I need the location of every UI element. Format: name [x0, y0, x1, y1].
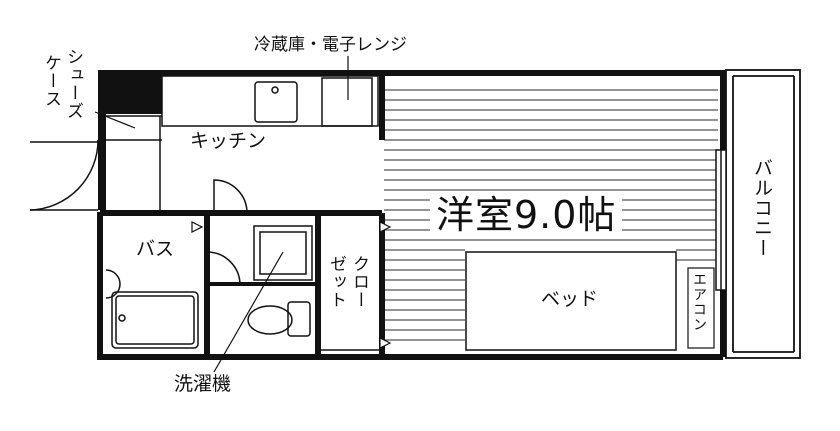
aircon-label: エアコン: [691, 272, 707, 332]
kitchen-label: キッチン: [190, 130, 267, 152]
shoe-case-label-col2: ケース: [41, 54, 61, 108]
western-room-title: 洋室9.0帖: [430, 196, 623, 234]
balcony-label: バルコニー: [751, 158, 773, 258]
closet-label-col1: クロー: [349, 255, 369, 309]
washer: [253, 225, 313, 281]
fridge-microwave-label: 冷蔵庫・電子レンジ: [254, 35, 407, 55]
bathtub: [105, 269, 199, 349]
bed-label: ベッド: [541, 288, 599, 310]
closet-label-col2: ゼット: [326, 255, 346, 309]
pillar-block: [98, 70, 162, 114]
washer-label: 洗濯機: [174, 373, 232, 395]
kitchen-counter: [161, 75, 379, 127]
shoe-case-label-col1: シューズ: [63, 48, 83, 120]
entrance: [29, 115, 162, 212]
toilet: [247, 301, 311, 337]
aircon-box: [687, 267, 715, 349]
kitchen-door: [213, 179, 248, 214]
inner-walls: [100, 76, 385, 357]
leader-lines: [94, 56, 349, 373]
bath-label: バス: [136, 238, 175, 260]
bath-door: [206, 251, 241, 286]
bed-outline: [465, 251, 677, 351]
